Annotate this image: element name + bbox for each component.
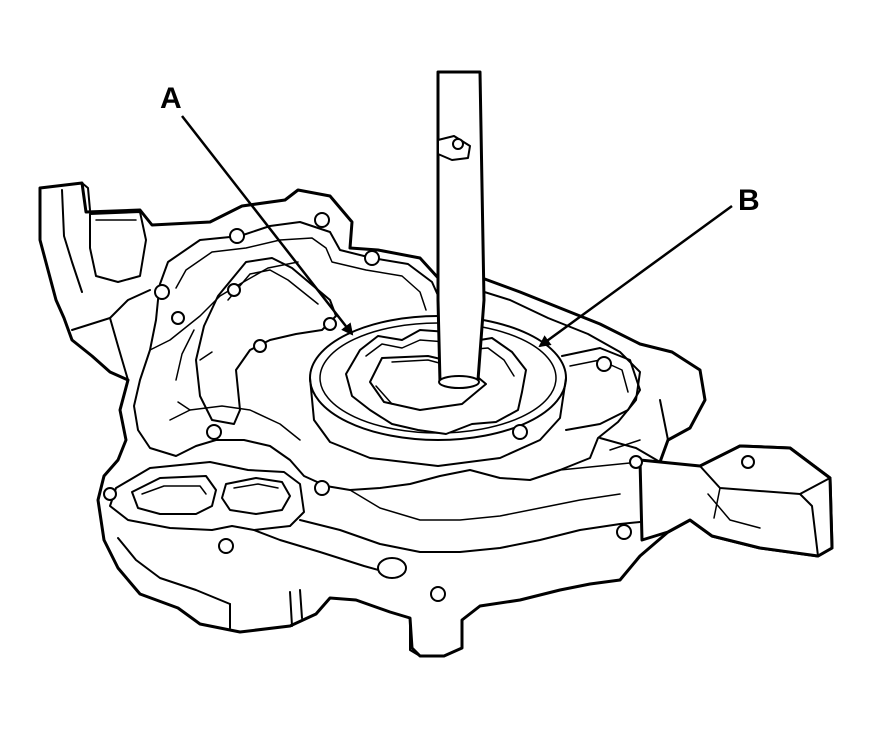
gasket-groove [133, 221, 641, 491]
callout-b-leader [538, 204, 733, 348]
callout-b-label: B [738, 184, 760, 217]
lower-body [103, 461, 641, 657]
callout-b: B [538, 184, 760, 348]
right-housing-detail [561, 323, 701, 463]
right-arm [638, 444, 834, 558]
callout-a-label: A [160, 82, 182, 115]
callout-a-leader [181, 115, 354, 336]
callout-a: A [160, 82, 354, 336]
lower-left-passages [109, 461, 305, 531]
bolt-holes [103, 212, 643, 602]
tool-shaft [436, 70, 486, 389]
